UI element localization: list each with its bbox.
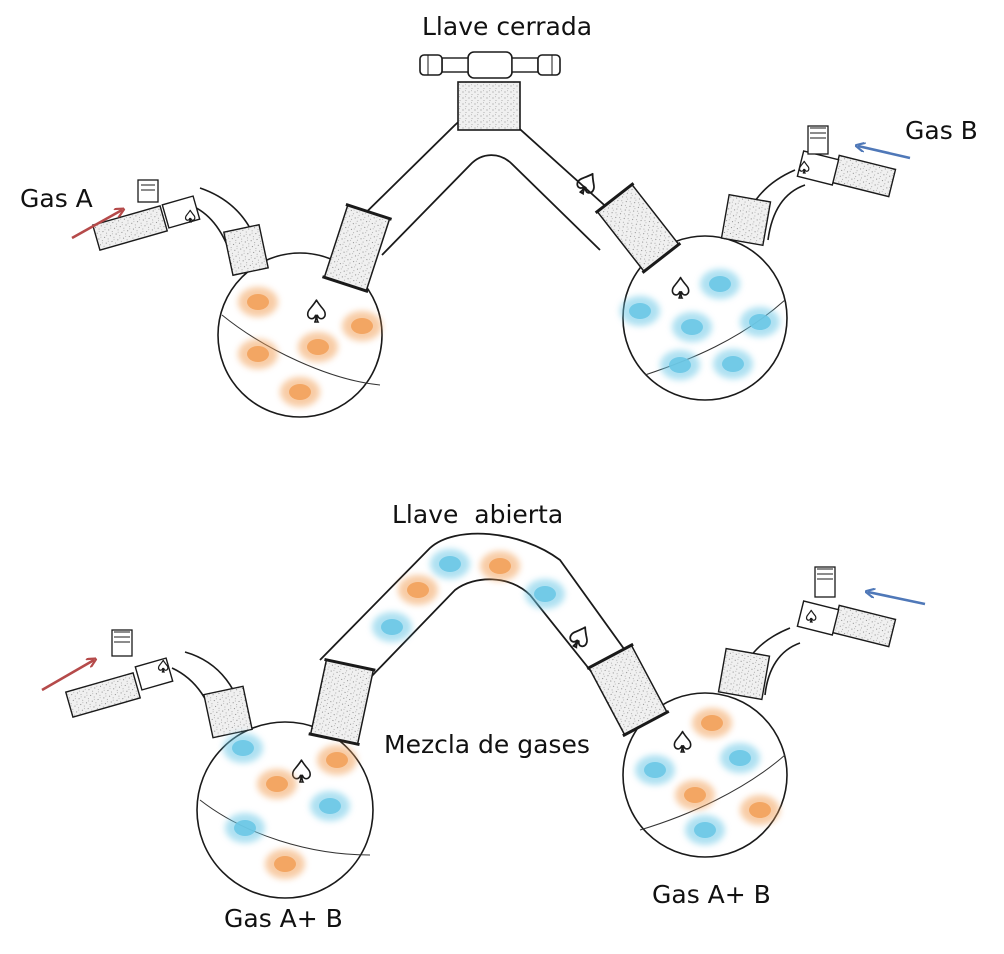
top-scene: ♠ ♠ ♠ ♠ ♠ [71,51,911,418]
joint-left-bottom [308,657,376,747]
gas-b-particle [722,356,744,372]
gas-a-particle [701,715,723,731]
gas-a-particle [247,294,269,310]
spade-icon: ♠ [559,616,599,660]
gas-a-particle [326,752,348,768]
gas-b-particle [709,276,731,292]
gas-a-particle [489,558,511,574]
arrow-gas-a-bottom [41,660,94,692]
gas-a-particle [247,346,269,362]
inlet-right-top [720,125,897,247]
joint-right-top [594,182,682,274]
gas-b-particle [534,586,556,602]
gas-b-particle [232,740,254,756]
inlet-left-bottom [64,629,253,739]
label-mixture: Mezcla de gases [384,730,590,759]
gas-b-particle [319,798,341,814]
gas-b-particle [234,820,256,836]
spade-icon: ♠ [156,657,170,676]
spade-icon: ♠ [183,207,197,226]
label-closed-valve: Llave cerrada [422,12,593,41]
gas-a-particle [307,339,329,355]
spade-icon: ♠ [668,272,693,305]
label-gas-a: Gas A [20,184,93,213]
spade-icon: ♠ [804,607,818,626]
label-mix-right: Gas A+ B [652,880,771,909]
spade-icon: ♠ [797,158,811,177]
gas-a-particle [684,787,706,803]
gas-b-particle [694,822,716,838]
spade-icon: ♠ [303,295,330,330]
gas-b-particle [629,303,651,319]
gas-a-particle [407,582,429,598]
arrow-gas-b [858,146,911,160]
stopcock-closed[interactable] [419,51,561,131]
bottom-scene: ♠ ♠ ♠ ♠ ♠ [41,532,926,899]
gas-b-particle [644,762,666,778]
label-gas-b: Gas B [905,116,978,145]
spade-icon: ♠ [670,726,695,759]
gas-a-particle [266,776,288,792]
spade-icon: ♠ [566,163,607,207]
gas-a-particle [274,856,296,872]
gas-b-particle [669,357,691,373]
arrow-gas-a [71,210,122,240]
inlet-right-bottom [717,566,897,701]
label-mix-left: Gas A+ B [224,904,343,933]
gas-particles-bottom [223,549,780,879]
label-open-valve: Llave abierta [392,500,564,529]
gas-b-particle [749,314,771,330]
gas-b-particle [439,556,461,572]
gas-a-particle [749,802,771,818]
gas-b-particle [381,619,403,635]
joint-left-top [321,203,393,293]
connecting-tube-bottom [319,532,633,681]
arrow-gas-b-bottom [868,592,926,606]
gas-particles-top [238,269,780,407]
gas-b-particle [729,750,751,766]
gas-a-particle [351,318,373,334]
joint-right-bottom [586,642,670,738]
inlet-left-top [91,179,270,277]
gas-a-particle [289,384,311,400]
gas-b-particle [681,319,703,335]
